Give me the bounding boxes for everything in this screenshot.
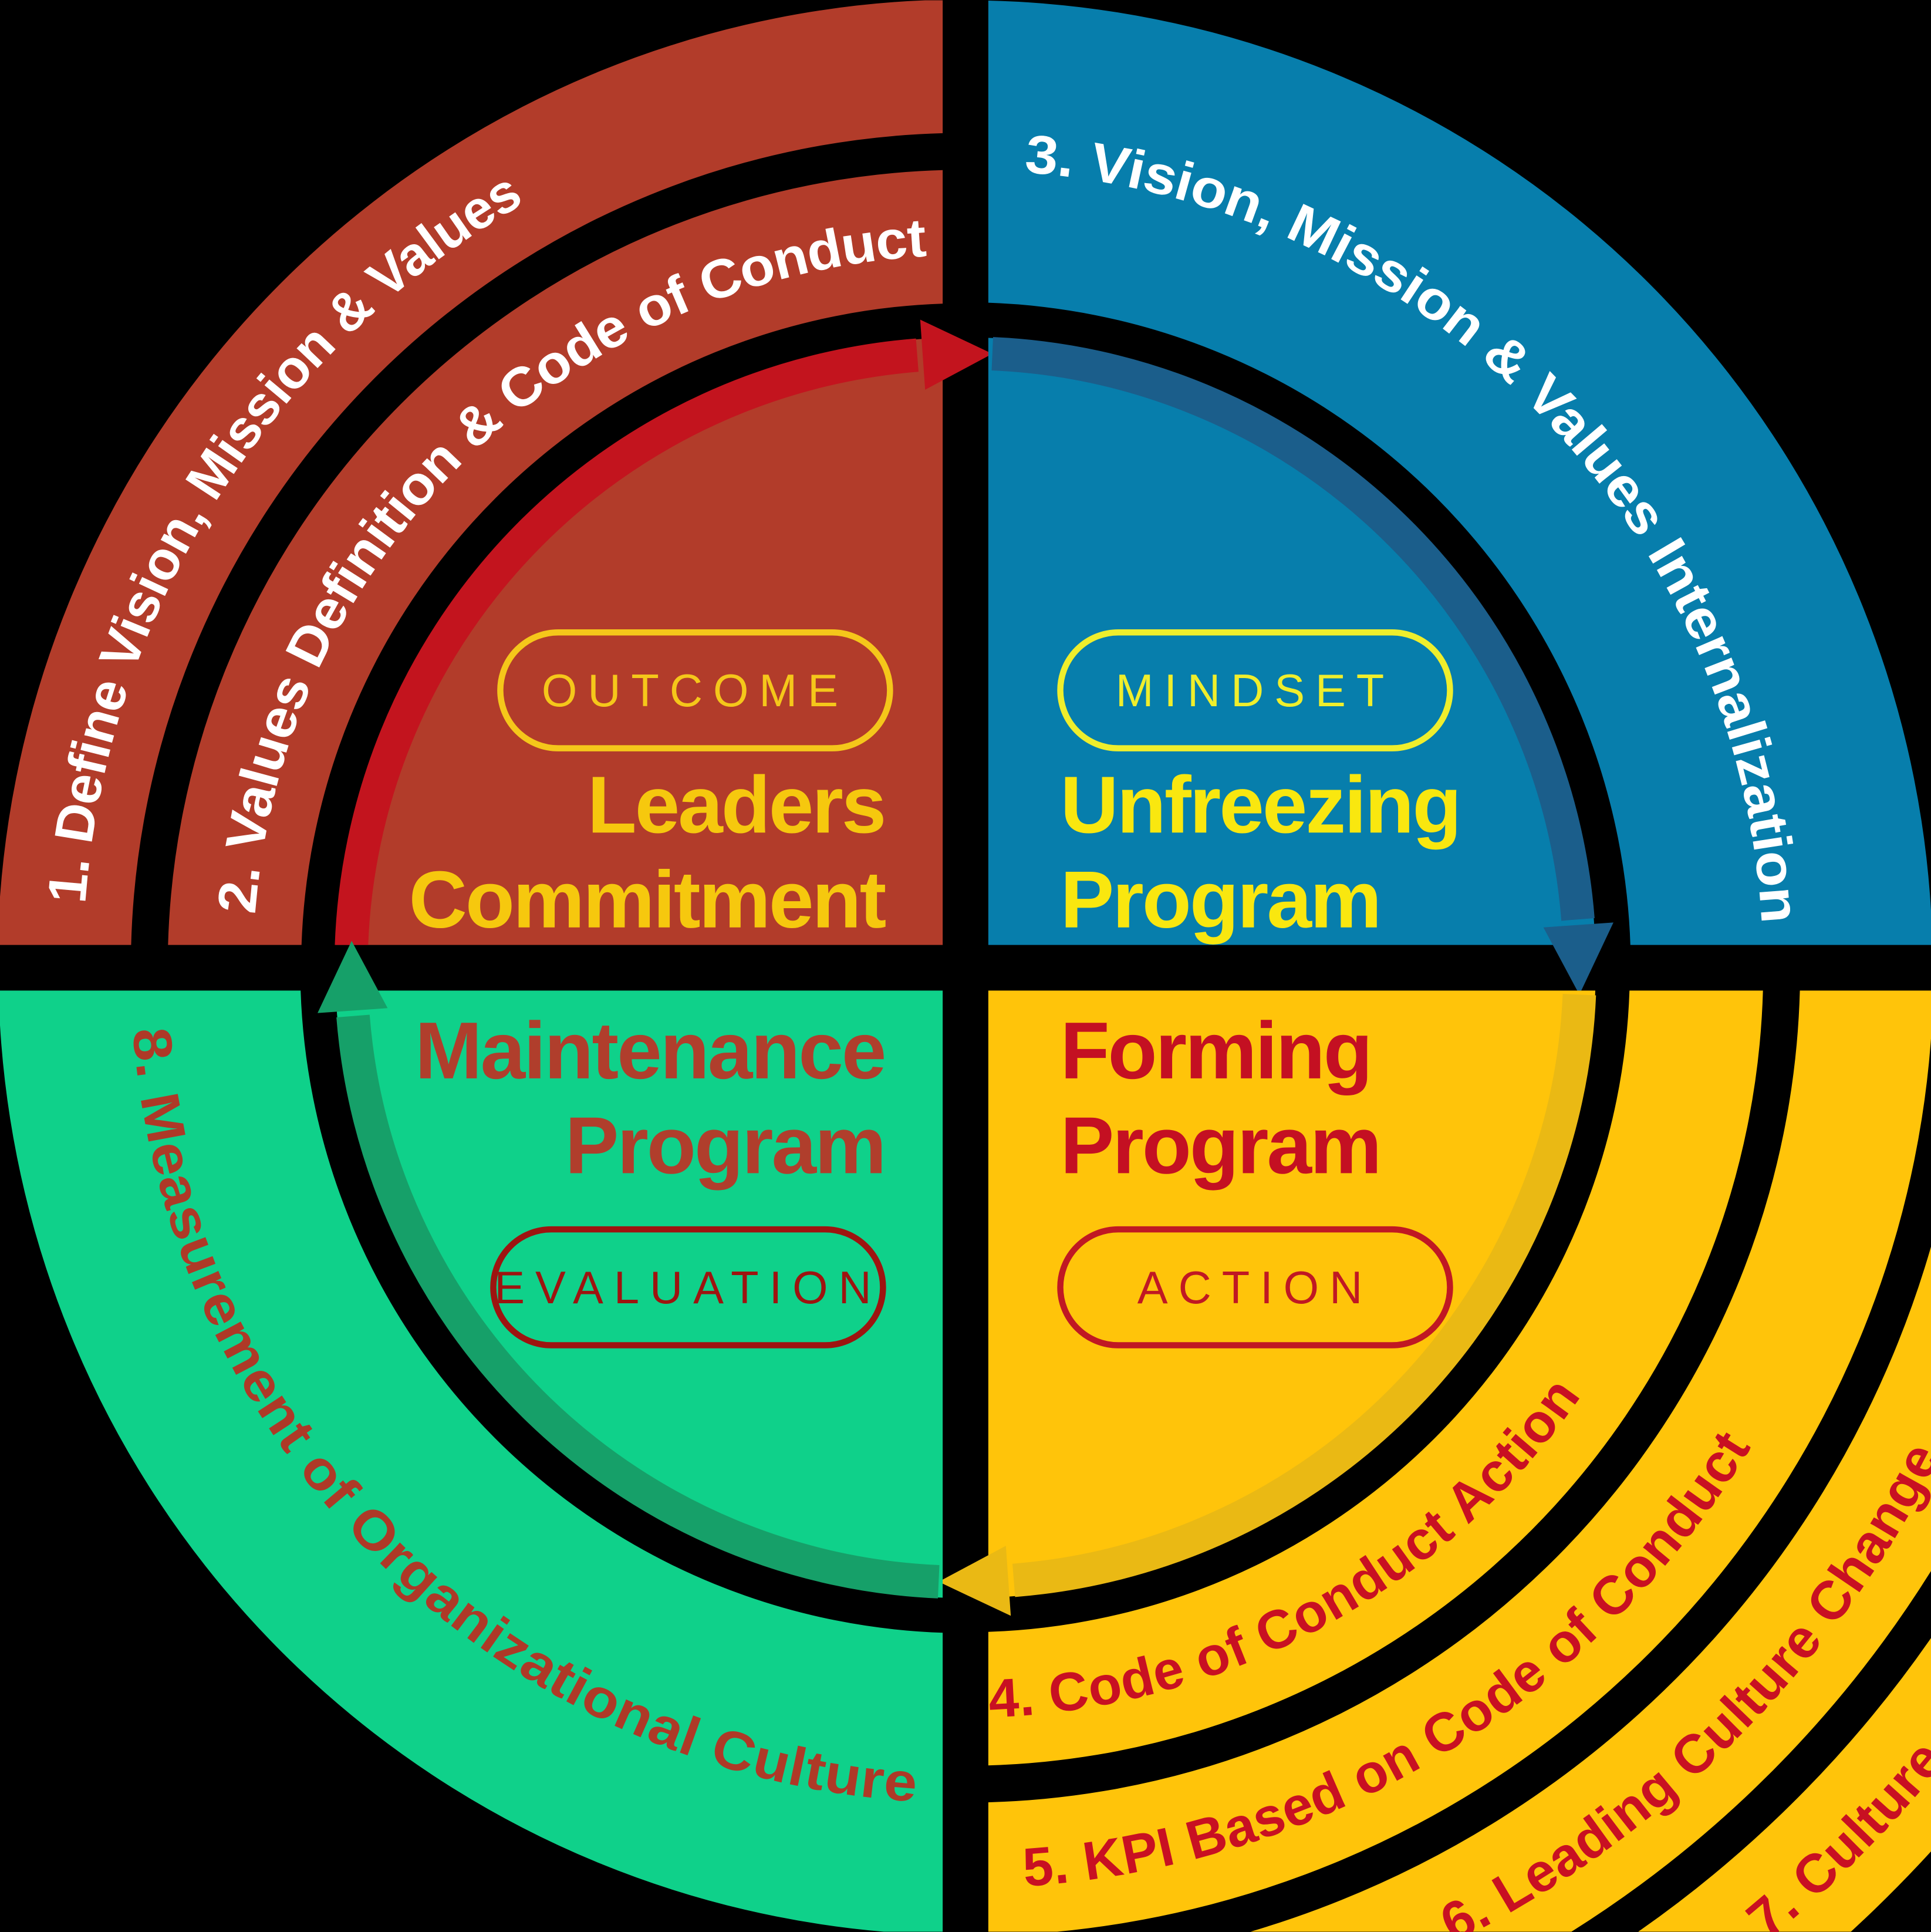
mindset-badge	[1057, 629, 1453, 751]
flow-arrowhead-maintenance-to-leaders	[318, 940, 388, 1013]
forming-title-line2: Program	[1061, 1100, 1380, 1191]
unfreezing-title-line2: Program	[1061, 855, 1380, 945]
forming-flow-arc	[1012, 993, 1596, 1597]
leaders-title-line2: Commitment	[409, 855, 886, 945]
unfreezing-disc	[988, 338, 1595, 945]
action-badge-label: ACTION	[1137, 1263, 1373, 1313]
flow-arrowhead-unfreezing-to-forming	[1543, 922, 1613, 995]
forming-ring-band-step4	[988, 990, 1763, 1766]
flow-arrowhead-leaders-to-unfreezing	[920, 319, 992, 390]
unfreezing-title-line1: Unfreezing	[1061, 760, 1460, 850]
unfreezing-flow-arc	[991, 337, 1595, 921]
forming-ring-band-step5	[988, 990, 1931, 1932]
mindset-badge-label: MINDSET	[1116, 666, 1395, 716]
forming-title-line1: Forming	[1061, 1006, 1371, 1096]
forming-ring-band-step7	[1638, 1638, 1931, 1932]
leaders-disc	[336, 338, 943, 945]
quadrant-maintenance-program: 8. Measurement of Organizational Culture…	[0, 940, 943, 1932]
leaders-ring-band-step2	[168, 170, 943, 945]
flow-arrowhead-forming-to-maintenance	[939, 1546, 1011, 1616]
outcome-badge-label: OUTCOME	[542, 666, 849, 716]
unfreezing-ring-band-step3	[988, 1, 1931, 945]
maintenance-flow-arc	[336, 1014, 940, 1599]
maintenance-ring-band-step8	[0, 990, 943, 1932]
outcome-badge	[497, 629, 893, 751]
leaders-title-line1: Leaders	[588, 760, 885, 850]
leaders-ring-band-step1	[0, 0, 943, 945]
forming-disc	[988, 990, 1595, 1598]
evaluation-badge-label: EVALUATION	[494, 1263, 882, 1313]
maintenance-title-line2: Program	[565, 1100, 885, 1191]
forming-ring-band-step6	[1250, 1246, 1931, 1932]
maintenance-title-line1: Maintenance	[415, 1006, 885, 1096]
quadrant-forming-program: 4. Code of Conduct Action 5. KPI Based o…	[939, 990, 1931, 1932]
evaluation-badge	[490, 1226, 886, 1348]
leaders-flow-arc	[335, 338, 919, 945]
maintenance-disc	[336, 990, 943, 1598]
action-badge	[1057, 1226, 1453, 1348]
